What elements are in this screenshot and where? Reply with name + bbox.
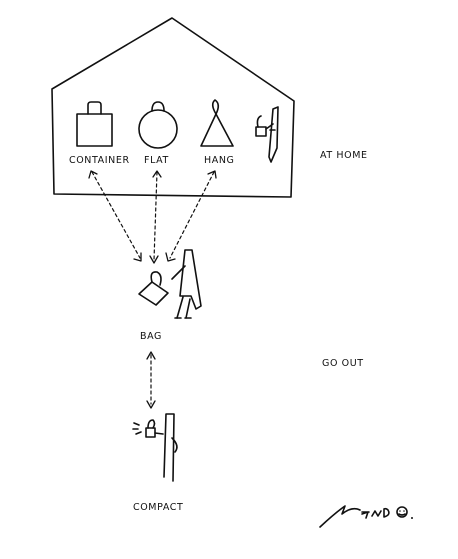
hang-label: HANG [204, 155, 235, 166]
arrow-bag-to-compact [146, 351, 156, 409]
compact-figure-icon [132, 413, 178, 482]
flat-icon [138, 101, 178, 149]
at-home-label: AT HOME [320, 150, 368, 161]
bag-figure-icon [138, 249, 202, 319]
bag-label: BAG [140, 331, 162, 342]
go-out-label: GO OUT [322, 358, 364, 369]
compact-label: COMPACT [133, 502, 183, 513]
arrow-hang-to-bag [165, 170, 217, 262]
container-label: CONTAINER [69, 155, 130, 166]
container-icon [76, 101, 113, 147]
arrow-flat-to-bag [149, 170, 162, 264]
hanger-figure-icon [255, 106, 279, 163]
house-outline [51, 17, 295, 198]
arrow-container-to-bag [88, 170, 142, 262]
hang-icon [200, 99, 234, 147]
nendo-signature-logo [319, 505, 413, 528]
flat-label: FLAT [144, 155, 169, 166]
